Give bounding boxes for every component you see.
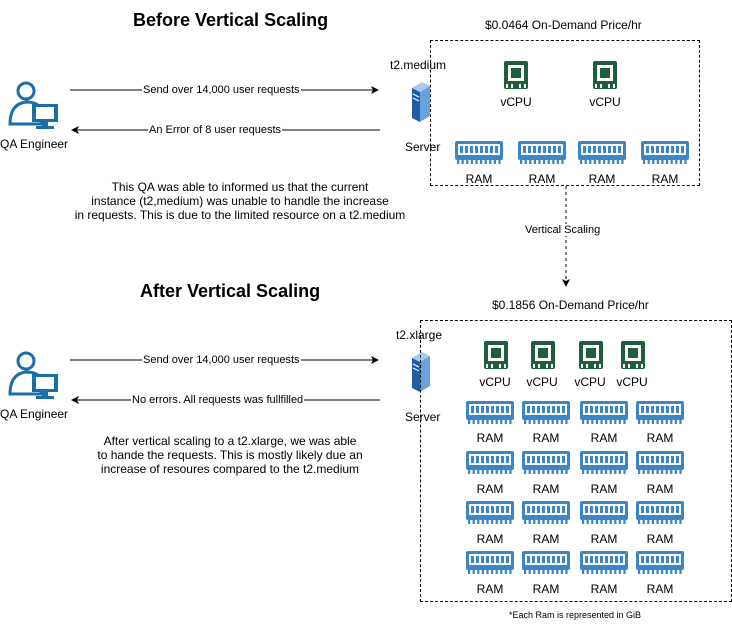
- ram-label: RAM: [532, 532, 560, 546]
- ram-icon: [578, 140, 626, 171]
- ram-label: RAM: [532, 431, 560, 445]
- ram-label: RAM: [528, 172, 556, 186]
- after-note-line: After vertical scaling to a t2.xlarge, w…: [103, 434, 357, 448]
- before-server-icon: [408, 82, 432, 122]
- after-server-icon: [408, 352, 432, 392]
- before-actor-label: QA Engineer: [0, 137, 69, 151]
- ram-icon: [466, 400, 514, 431]
- ram-icon: [636, 450, 684, 481]
- ram-label: RAM: [590, 482, 618, 496]
- before-note-line: instance (t2,medium) was unable to handl…: [91, 194, 389, 208]
- ram-icon: [522, 450, 570, 481]
- vertical-scaling-label: Vertical Scaling: [524, 224, 602, 236]
- ram-icon: [636, 400, 684, 431]
- ram-label: RAM: [476, 431, 504, 445]
- ram-label: RAM: [532, 582, 560, 596]
- cpu-icon: [530, 340, 556, 375]
- after-note-line: to hande the requests. This is mostly li…: [97, 448, 363, 462]
- ram-icon: [522, 400, 570, 431]
- ram-icon: [641, 140, 689, 171]
- ram-icon: [580, 500, 628, 531]
- after-actor-icon: [6, 350, 62, 402]
- cpu-icon: [620, 340, 646, 375]
- ram-label: RAM: [646, 431, 674, 445]
- cpu-icon: [592, 60, 618, 95]
- cpu-label: vCPU: [479, 375, 511, 389]
- footnote: *Each Ram is represented in GiB: [509, 610, 642, 620]
- ram-label: RAM: [646, 582, 674, 596]
- ram-label: RAM: [476, 582, 504, 596]
- ram-icon: [466, 550, 514, 581]
- before-request-label: Send over 14,000 user requests: [142, 84, 301, 96]
- after-note: After vertical scaling to a t2.xlarge, w…: [60, 434, 400, 476]
- ram-icon: [522, 550, 570, 581]
- ram-icon: [580, 400, 628, 431]
- ram-label: RAM: [646, 482, 674, 496]
- after-response-label: No errors. All requests was fullfilled: [131, 394, 305, 406]
- ram-icon: [518, 140, 566, 171]
- ram-icon: [580, 450, 628, 481]
- ram-label: RAM: [590, 582, 618, 596]
- before-note: This QA was able to informed us that the…: [50, 180, 430, 222]
- after-request-label: Send over 14,000 user requests: [142, 354, 301, 366]
- ram-icon: [466, 450, 514, 481]
- before-instance-label: t2.medium: [390, 58, 447, 72]
- cpu-icon: [483, 340, 509, 375]
- cpu-label: vCPU: [589, 95, 621, 109]
- ram-label: RAM: [590, 431, 618, 445]
- ram-label: RAM: [646, 532, 674, 546]
- cpu-label: vCPU: [616, 375, 648, 389]
- before-server-label: Server: [405, 140, 441, 154]
- cpu-label: vCPU: [574, 375, 606, 389]
- ram-icon: [466, 500, 514, 531]
- cpu-icon: [503, 60, 529, 95]
- ram-icon: [636, 500, 684, 531]
- before-title: Before Vertical Scaling: [133, 10, 329, 30]
- before-price: $0.0464 On-Demand Price/hr: [485, 18, 642, 32]
- ram-label: RAM: [590, 532, 618, 546]
- before-note-line: in requests. This is due to the limited …: [74, 208, 406, 222]
- cpu-label: vCPU: [526, 375, 558, 389]
- cpu-icon: [578, 340, 604, 375]
- ram-label: RAM: [476, 482, 504, 496]
- before-actor-icon: [6, 80, 62, 132]
- before-instance-box: [430, 40, 700, 186]
- ram-label: RAM: [465, 172, 493, 186]
- ram-icon: [636, 550, 684, 581]
- ram-label: RAM: [532, 482, 560, 496]
- after-note-line: increase of resoures compared to the t2.…: [100, 462, 360, 476]
- after-price: $0.1856 On-Demand Price/hr: [492, 298, 649, 312]
- before-response-label: An Error of 8 user requests: [148, 124, 283, 136]
- ram-icon: [580, 550, 628, 581]
- after-title: After Vertical Scaling: [140, 281, 321, 301]
- after-server-label: Server: [405, 410, 441, 424]
- ram-label: RAM: [651, 172, 679, 186]
- ram-label: RAM: [476, 532, 504, 546]
- ram-icon: [455, 140, 503, 171]
- after-instance-label: t2.xlarge: [396, 328, 443, 342]
- ram-icon: [522, 500, 570, 531]
- before-note-line: This QA was able to informed us that the…: [111, 180, 369, 194]
- ram-label: RAM: [588, 172, 616, 186]
- cpu-label: vCPU: [500, 95, 532, 109]
- after-actor-label: QA Engineer: [0, 407, 69, 421]
